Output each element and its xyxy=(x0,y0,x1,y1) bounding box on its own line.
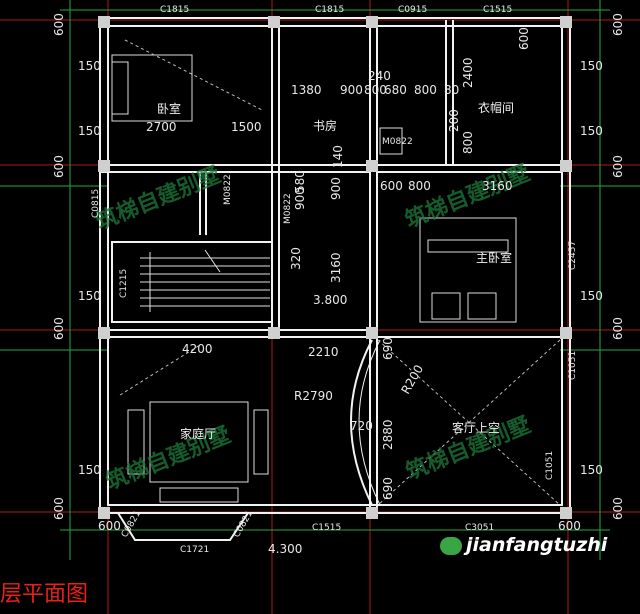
svg-text:2400: 2400 xyxy=(461,57,475,88)
svg-text:3160: 3160 xyxy=(329,252,343,283)
svg-text:600: 600 xyxy=(611,317,625,340)
svg-text:M0822: M0822 xyxy=(382,137,413,147)
svg-text:R2790: R2790 xyxy=(294,389,333,403)
svg-text:M0822: M0822 xyxy=(283,193,293,224)
svg-text:600: 600 xyxy=(558,519,581,533)
svg-text:C0815: C0815 xyxy=(91,189,101,218)
svg-text:600: 600 xyxy=(52,155,66,178)
curved-wall xyxy=(350,339,373,506)
svg-text:800: 800 xyxy=(364,83,387,97)
walls xyxy=(99,17,571,514)
svg-text:R200: R200 xyxy=(398,362,426,396)
svg-text:C1051: C1051 xyxy=(545,451,555,480)
room-label: 书房 xyxy=(313,118,337,133)
window-label: C1815 xyxy=(315,5,344,15)
window-label: C1515 xyxy=(483,5,512,15)
window-label: C0915 xyxy=(398,5,427,15)
svg-text:150: 150 xyxy=(78,124,101,138)
svg-text:140: 140 xyxy=(331,145,345,168)
svg-text:2210: 2210 xyxy=(308,345,339,359)
svg-text:150: 150 xyxy=(580,289,603,303)
svg-text:600: 600 xyxy=(611,497,625,520)
svg-text:600: 600 xyxy=(52,317,66,340)
svg-text:800: 800 xyxy=(408,179,431,193)
svg-text:150: 150 xyxy=(78,289,101,303)
svg-text:3.800: 3.800 xyxy=(313,293,347,307)
left-dimensions: 600 150 150 600 C0815 C1215 150 600 150 … xyxy=(52,13,129,520)
svg-text:600: 600 xyxy=(517,27,531,50)
svg-text:2700: 2700 xyxy=(146,120,177,134)
staircase xyxy=(140,249,270,312)
brand-watermark: jianfangtuzhi xyxy=(440,534,607,556)
svg-text:800: 800 xyxy=(414,83,437,97)
svg-text:1500: 1500 xyxy=(231,120,262,134)
svg-text:320: 320 xyxy=(289,247,303,270)
room-label: 家庭厅 xyxy=(180,426,216,441)
svg-text:900: 900 xyxy=(293,187,307,210)
svg-text:800: 800 xyxy=(461,131,475,154)
svg-text:600: 600 xyxy=(611,13,625,36)
svg-text:900: 900 xyxy=(329,177,343,200)
svg-text:150: 150 xyxy=(580,124,603,138)
svg-text:690: 690 xyxy=(381,477,395,500)
room-label: 衣帽间 xyxy=(478,100,514,115)
void-lines xyxy=(119,39,561,506)
svg-text:150: 150 xyxy=(78,59,101,73)
svg-text:600: 600 xyxy=(52,13,66,36)
svg-text:4200: 4200 xyxy=(182,342,213,356)
svg-text:150: 150 xyxy=(580,463,603,477)
svg-text:4.300: 4.300 xyxy=(268,542,302,556)
watermark: 筑梯自建别墅 xyxy=(401,160,533,234)
svg-text:C1515: C1515 xyxy=(312,523,341,533)
svg-text:C1051: C1051 xyxy=(568,351,578,380)
svg-text:600: 600 xyxy=(98,519,121,533)
dimension-lines xyxy=(0,0,640,560)
svg-text:M0822: M0822 xyxy=(223,174,233,205)
svg-text:1380: 1380 xyxy=(291,83,322,97)
furniture xyxy=(111,54,517,503)
svg-text:C3051: C3051 xyxy=(465,523,494,533)
svg-text:240: 240 xyxy=(368,69,391,83)
svg-text:900: 900 xyxy=(340,83,363,97)
columns xyxy=(98,16,572,519)
room-label: 客厅上空 xyxy=(452,420,500,435)
wechat-icon xyxy=(440,536,462,555)
svg-text:600: 600 xyxy=(52,497,66,520)
svg-text:80: 80 xyxy=(444,83,459,97)
right-dimensions: 600 600 150 600 150 C2457 150 600 C1051 … xyxy=(517,13,625,520)
svg-text:200: 200 xyxy=(447,109,461,132)
svg-text:150: 150 xyxy=(580,59,603,73)
svg-text:C1721: C1721 xyxy=(180,545,209,555)
svg-text:2880: 2880 xyxy=(381,419,395,450)
svg-text:150: 150 xyxy=(78,463,101,477)
svg-text:690: 690 xyxy=(381,337,395,360)
room-label: 主卧室 xyxy=(476,250,512,265)
svg-text:C1215: C1215 xyxy=(119,269,129,298)
svg-text:600: 600 xyxy=(611,155,625,178)
svg-text:600: 600 xyxy=(380,179,403,193)
svg-text:C2457: C2457 xyxy=(568,241,578,270)
svg-text:720: 720 xyxy=(350,419,373,433)
bay-window xyxy=(117,512,249,541)
room-label: 卧室 xyxy=(157,101,181,116)
svg-text:580: 580 xyxy=(293,170,307,193)
drawing-title: 层平面图 xyxy=(0,582,89,607)
window-label: C1815 xyxy=(160,5,189,15)
svg-text:680: 680 xyxy=(384,83,407,97)
svg-text:3160: 3160 xyxy=(482,179,513,193)
